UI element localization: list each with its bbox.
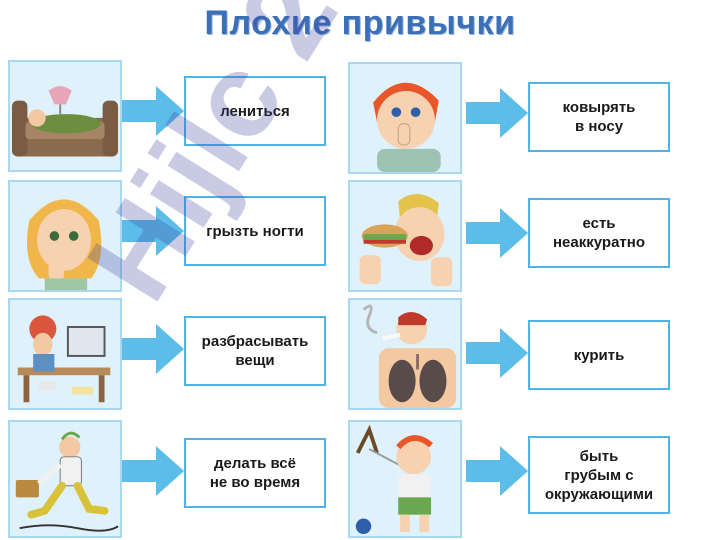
habit-label: грызть ногти xyxy=(184,196,326,266)
habit-label: лениться xyxy=(184,76,326,146)
lazy-on-sofa-illustration xyxy=(8,60,122,172)
boy-picking-nose-illustration xyxy=(348,62,462,174)
arrow-right-icon xyxy=(466,326,528,380)
arrow-right-icon xyxy=(466,444,528,498)
arrow-right-icon xyxy=(466,206,528,260)
habit-label: ковырять в носу xyxy=(528,82,670,152)
hurrying-man-illustration xyxy=(8,420,122,538)
arrow-right-icon xyxy=(466,86,528,140)
eating-messily-illustration xyxy=(348,180,462,292)
habit-label: разбрасывать вещи xyxy=(184,316,326,386)
girl-biting-nails-illustration xyxy=(8,180,122,292)
habit-label: есть неаккуратно xyxy=(528,198,670,268)
arrow-right-icon xyxy=(122,84,184,138)
habit-label: курить xyxy=(528,320,670,390)
habit-label: делать всё не во время xyxy=(184,438,326,508)
arrow-right-icon xyxy=(122,322,184,376)
messy-desk-illustration xyxy=(8,298,122,410)
habit-label: быть грубым с окружающими xyxy=(528,436,670,514)
arrow-right-icon xyxy=(122,444,184,498)
boy-with-slingshot-illustration xyxy=(348,420,462,538)
page-title: Плохие привычки xyxy=(204,4,516,42)
smoking-lungs-illustration xyxy=(348,298,462,410)
arrow-right-icon xyxy=(122,204,184,258)
